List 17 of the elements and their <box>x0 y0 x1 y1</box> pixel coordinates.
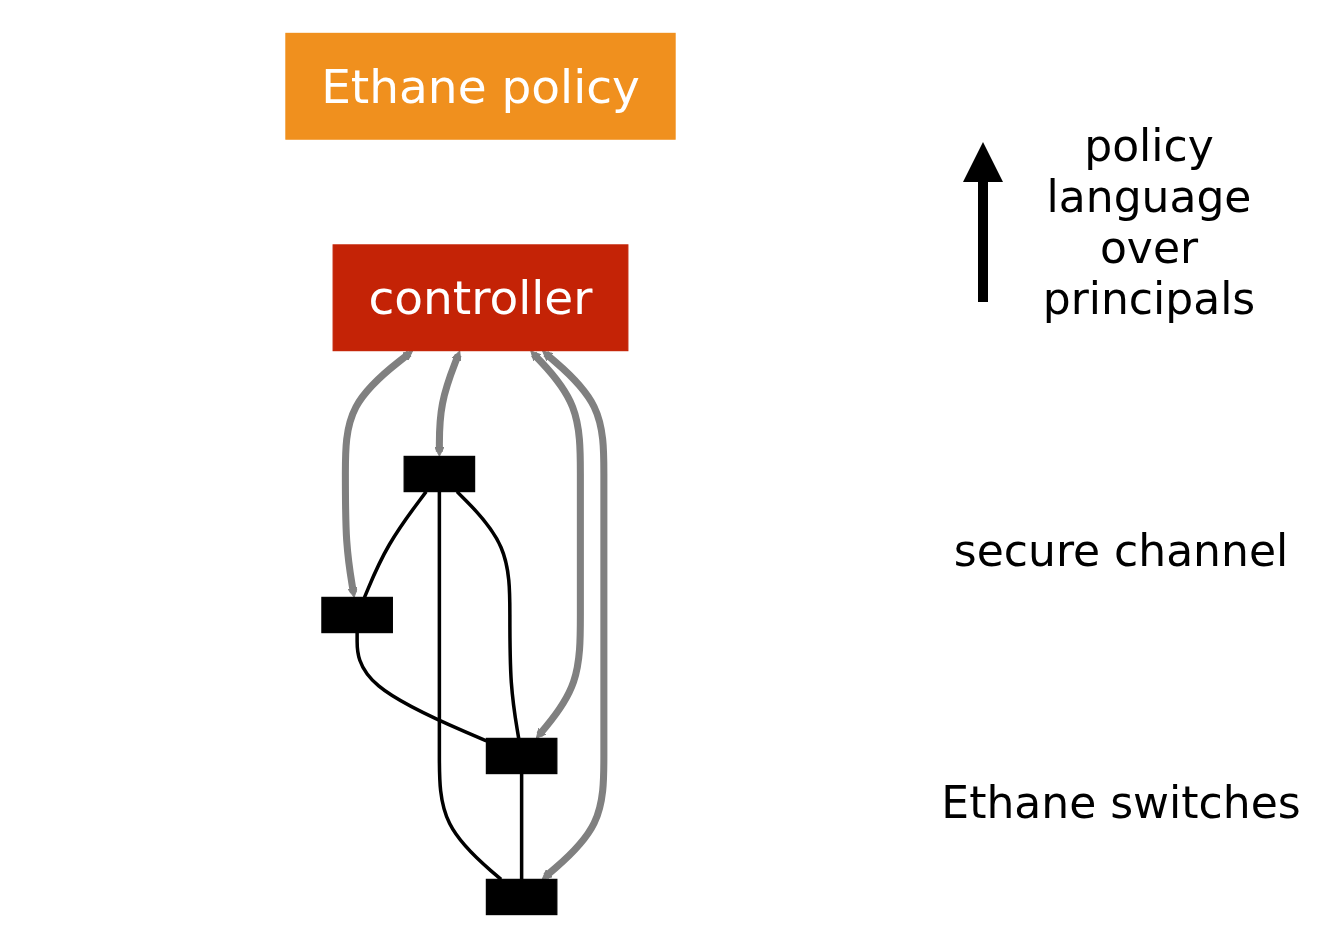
node-box: controller <box>332 244 629 352</box>
arrow <box>341 350 414 598</box>
arrow <box>541 350 608 880</box>
node-box <box>485 878 558 916</box>
arrow <box>434 350 462 457</box>
connector <box>519 773 524 880</box>
connector <box>362 490 428 599</box>
connector <box>437 491 503 881</box>
node-box <box>485 737 558 775</box>
annotation-label: policy language over principals <box>1041 120 1257 325</box>
connector <box>455 490 521 739</box>
node-box <box>403 455 476 493</box>
annotation-label: Ethane switches <box>941 776 1301 828</box>
annotation-label: secure channel <box>953 525 1289 576</box>
arrow <box>530 350 584 739</box>
node-box: Ethane policy <box>285 32 676 140</box>
node-box <box>321 596 393 634</box>
